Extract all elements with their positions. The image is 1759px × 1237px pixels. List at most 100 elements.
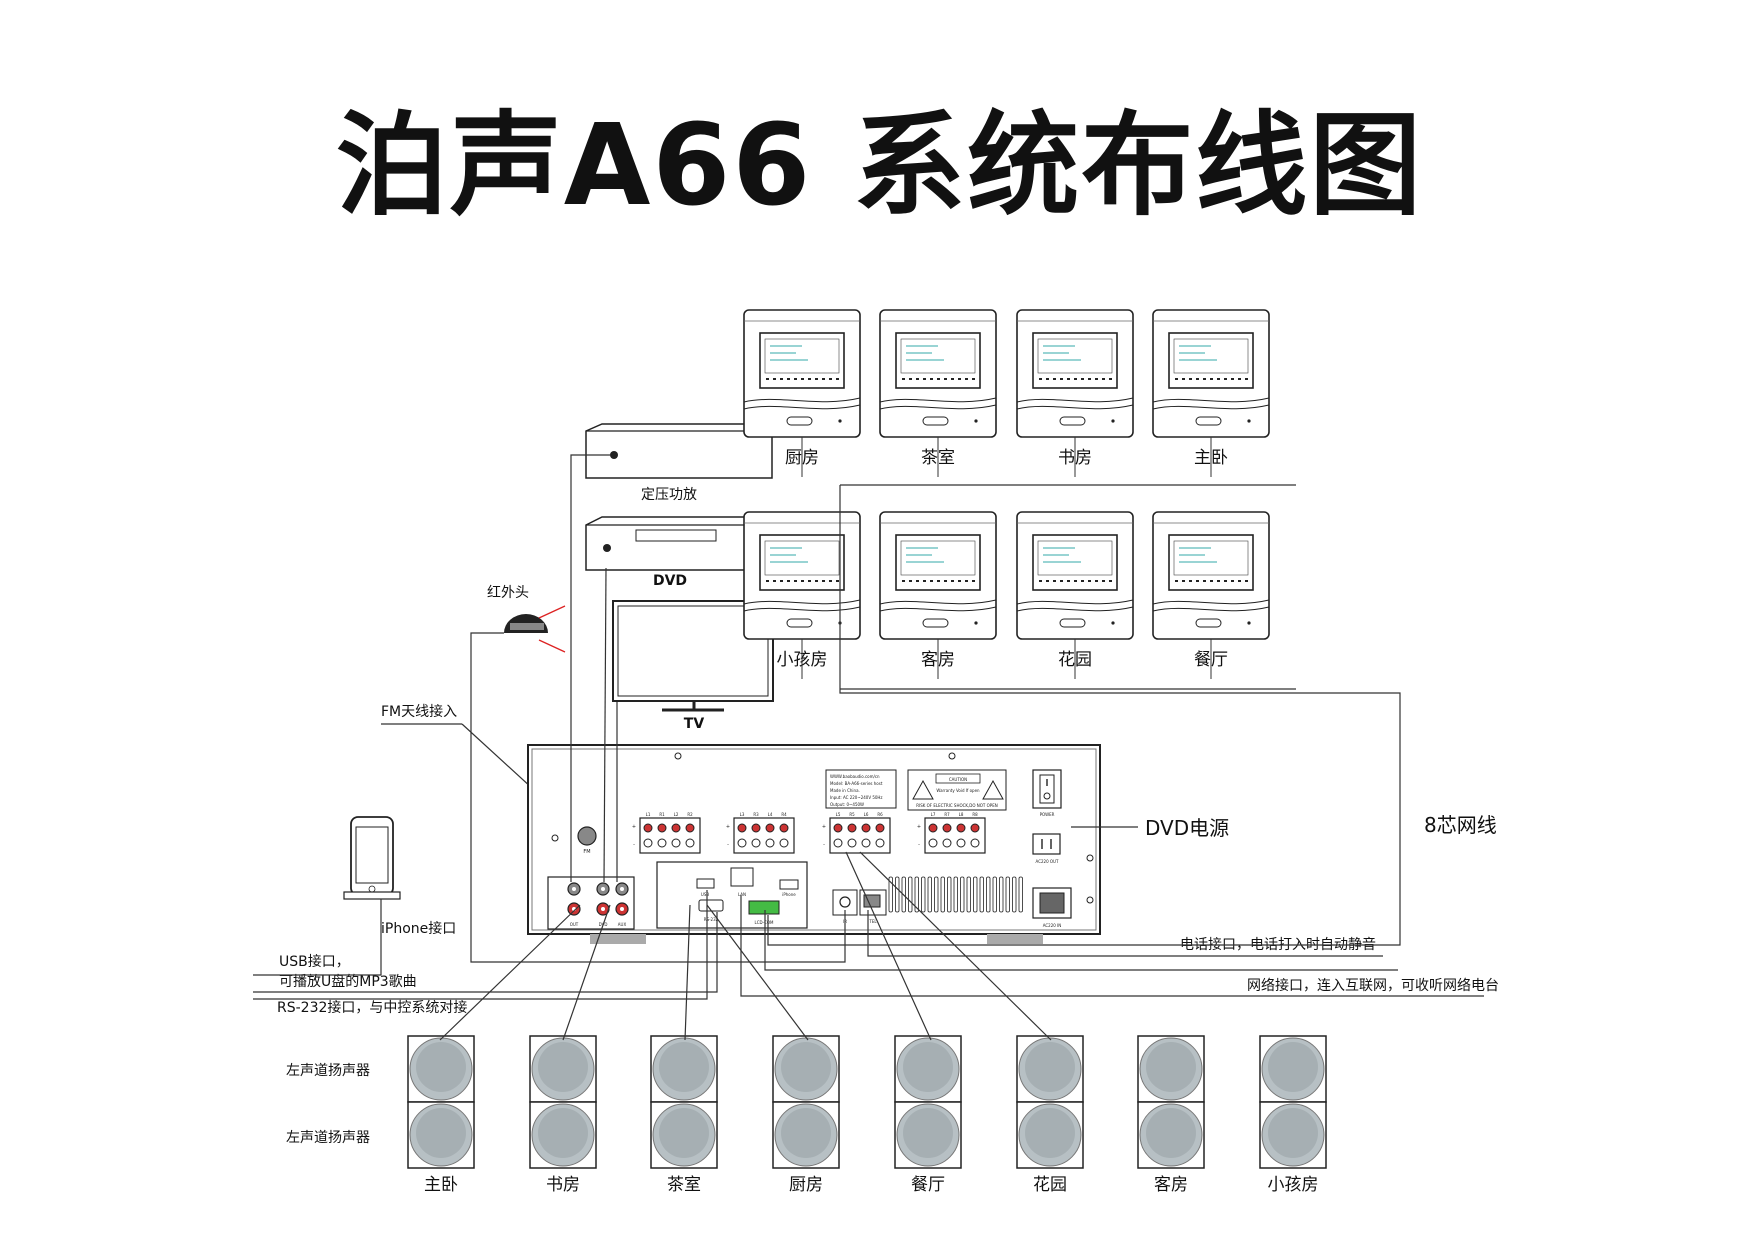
panel-wave xyxy=(743,599,861,605)
speaker-cone xyxy=(659,1108,709,1158)
speaker-array: 主卧书房茶室厨房餐厅花园客房小孩房 xyxy=(407,1035,1327,1195)
panel-led xyxy=(974,621,978,625)
terminal-minus xyxy=(765,838,775,848)
polarity-minus: - xyxy=(727,842,729,848)
panel-button xyxy=(1059,416,1086,426)
panel-display xyxy=(764,338,840,374)
terminal-block xyxy=(733,817,795,854)
vent-slot xyxy=(940,876,945,913)
panel-wave xyxy=(879,397,997,403)
speaker-cone xyxy=(903,1108,953,1158)
vent-slot xyxy=(895,876,900,913)
speaker-cone xyxy=(538,1042,588,1092)
speaker-cone xyxy=(1025,1108,1075,1158)
speaker-pair: 茶室 xyxy=(650,1035,718,1195)
fm-connector xyxy=(577,826,597,846)
screw xyxy=(674,752,682,760)
aux-port-label: AUX xyxy=(618,922,627,927)
power-label: POWER xyxy=(1040,812,1055,817)
iphone-device: iPhone接口 xyxy=(343,816,456,937)
terminal-minus xyxy=(685,838,695,848)
terminal-label: L5 xyxy=(836,812,841,817)
speaker-pair: 主卧 xyxy=(407,1035,475,1195)
polarity-minus: - xyxy=(823,842,825,848)
panel-wave xyxy=(743,397,861,403)
terminal-label: L3 xyxy=(740,812,745,817)
usb-port-label: USB xyxy=(701,892,709,897)
terminal-minus xyxy=(671,838,681,848)
warning-icon xyxy=(912,779,934,800)
rca-jack-core xyxy=(572,887,576,891)
terminal-block xyxy=(829,817,891,854)
tel-port-label: TEL xyxy=(868,919,877,924)
vent-slot xyxy=(960,876,965,913)
terminal-plus xyxy=(970,823,980,833)
usb-note-line1: USB接口， xyxy=(279,953,350,970)
warranty-text: Warranty Void If open xyxy=(936,788,980,793)
panel-wave xyxy=(1152,404,1270,410)
panel-wave xyxy=(1152,397,1270,403)
terminal-label: L2 xyxy=(674,812,679,817)
speaker-pair: 小孩房 xyxy=(1259,1035,1327,1195)
page-title: 泊声A66 系统布线图 xyxy=(335,101,1424,231)
info-line: Made in China. xyxy=(830,788,860,793)
vent-slot xyxy=(1005,876,1010,913)
ir-receiver: 红外头 xyxy=(487,585,566,653)
polarity-minus: - xyxy=(918,842,920,848)
wall-panel: 花园 xyxy=(1016,511,1134,679)
speaker-room-label: 书房 xyxy=(546,1175,580,1195)
rca-jack-core xyxy=(601,907,605,911)
panel-led xyxy=(838,419,842,423)
polarity-plus: + xyxy=(822,824,826,830)
vent-slot xyxy=(1018,876,1023,913)
usb-note-line2: 可播放U盘的MP3歌曲 xyxy=(279,973,417,990)
panel-button xyxy=(786,416,813,426)
panel-led xyxy=(1247,419,1251,423)
speaker-pair: 花园 xyxy=(1016,1035,1084,1195)
terminal-plus xyxy=(737,823,747,833)
terminal-label: L1 xyxy=(646,812,651,817)
terminal-plus xyxy=(956,823,966,833)
terminal-plus xyxy=(861,823,871,833)
vent-slot xyxy=(888,876,893,913)
panel-led xyxy=(1247,621,1251,625)
screw xyxy=(1086,896,1094,904)
speaker-room-label: 餐厅 xyxy=(911,1175,945,1195)
panel-display xyxy=(1037,540,1113,576)
speaker-cone xyxy=(416,1108,466,1158)
panel-button xyxy=(1059,618,1086,628)
terminal-plus xyxy=(779,823,789,833)
terminal-label: R2 xyxy=(687,812,693,817)
network-cable-label: 8芯网线 xyxy=(1424,813,1497,837)
panel-button xyxy=(786,618,813,628)
panel-wave xyxy=(743,404,861,410)
speaker-cone xyxy=(903,1042,953,1092)
amplifier-label: 定压功放 xyxy=(641,487,697,503)
vent-slot xyxy=(999,876,1004,913)
panel-led xyxy=(974,419,978,423)
left-channel-label-bottom: 左声道扬声器 xyxy=(286,1130,370,1146)
dvd-device: DVD xyxy=(585,516,773,589)
iphone-port-host-label: iPhone xyxy=(782,892,796,897)
terminal-label: L7 xyxy=(931,812,936,817)
panel-display xyxy=(900,540,976,576)
panel-display xyxy=(764,540,840,576)
speaker-cone xyxy=(1025,1042,1075,1092)
iphone-port xyxy=(779,879,799,890)
lcd-com-port xyxy=(748,900,780,915)
speaker-pair: 厨房 xyxy=(772,1035,840,1195)
info-line: Input: AC 220~240V 50Hz xyxy=(830,795,883,800)
wall-panel: 主卧 xyxy=(1152,309,1270,477)
terminal-label: R8 xyxy=(972,812,978,817)
panel-wave xyxy=(879,606,997,612)
screw xyxy=(551,834,559,842)
vent-slot xyxy=(953,876,958,913)
lan-port xyxy=(730,867,754,887)
terminal-plus xyxy=(765,823,775,833)
terminal-plus xyxy=(657,823,667,833)
speaker-cone xyxy=(1268,1108,1318,1158)
usb-port xyxy=(696,878,715,889)
terminal-label: R6 xyxy=(877,812,883,817)
speaker-room-label: 小孩房 xyxy=(1268,1175,1319,1195)
